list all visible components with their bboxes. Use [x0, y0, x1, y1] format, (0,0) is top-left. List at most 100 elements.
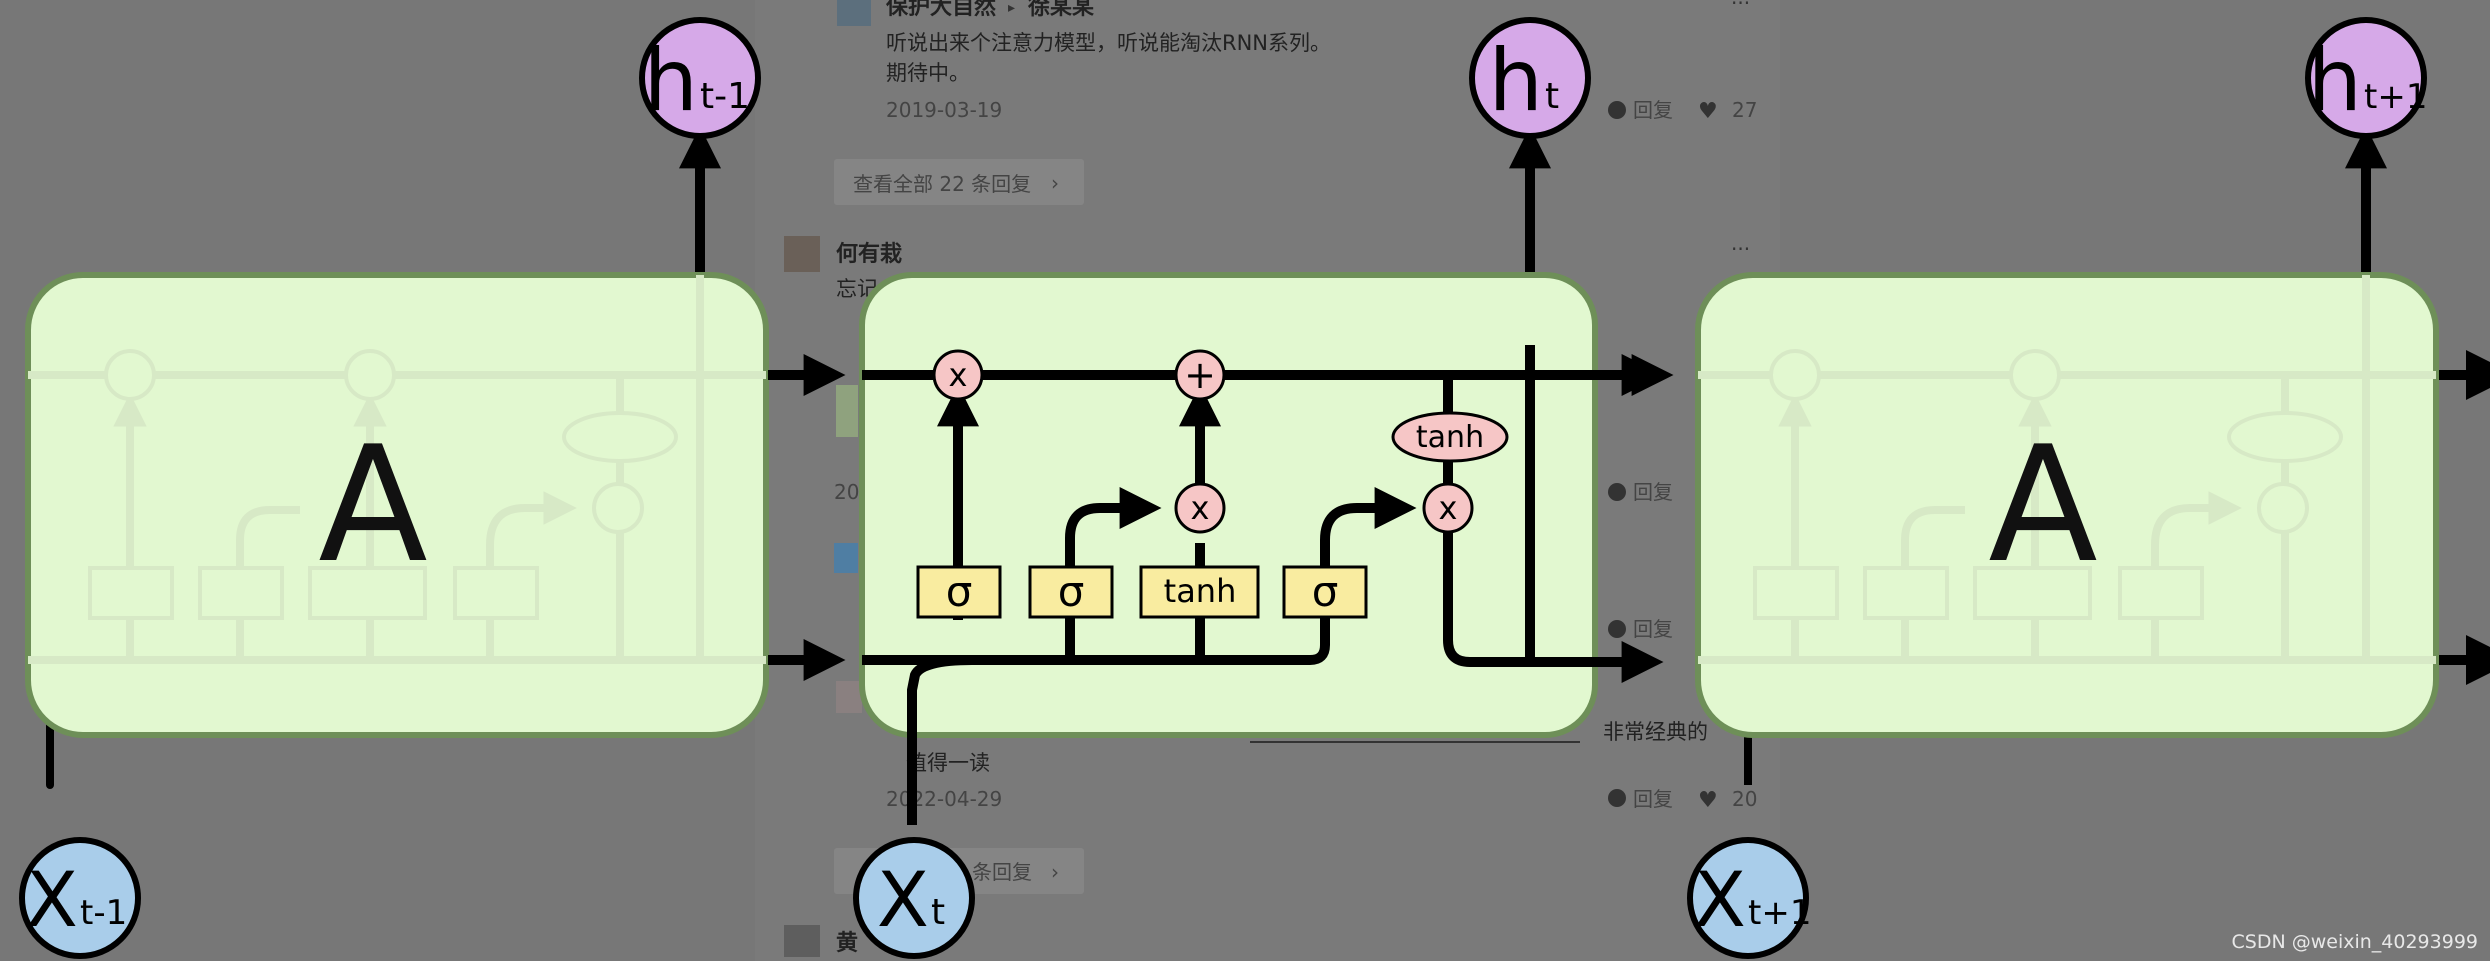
input-gate	[1028, 565, 1114, 619]
gate-box	[1863, 566, 1949, 620]
h-sub: t+1	[2364, 77, 2427, 117]
multiply-icon	[592, 482, 644, 534]
candidate-layer	[1139, 565, 1260, 619]
hidden-state-out-arrow	[1443, 532, 1664, 683]
h-sub: t	[1545, 76, 1559, 117]
comment-date: 20	[834, 480, 859, 504]
multiply-icon	[2257, 482, 2309, 534]
add-icon	[2009, 349, 2061, 401]
input-current: X t	[853, 837, 975, 959]
comment-image	[836, 385, 858, 437]
tanh-node-label: tanh	[1416, 420, 1484, 455]
like-count: 27	[1732, 98, 1757, 122]
reply-button[interactable]: 回复	[1633, 787, 1673, 811]
add-icon	[344, 349, 396, 401]
cell-box	[859, 272, 1598, 738]
multiply-icon: x	[1191, 489, 1210, 527]
x-main: X	[1694, 855, 1746, 944]
more-options-icon[interactable]: ···	[1731, 237, 1750, 261]
forget-gate	[916, 565, 1002, 619]
cell-label: A	[1988, 411, 2097, 598]
like-count: 20	[1732, 787, 1757, 811]
reply-button[interactable]: 回复	[1633, 617, 1673, 641]
view-replies-label[interactable]: 条回复	[972, 860, 1032, 884]
gate-box	[1973, 566, 2092, 620]
cell-label: A	[318, 411, 427, 598]
input-gate-arrow	[1065, 487, 1162, 660]
hidden-state-next: h t+1	[2305, 17, 2427, 139]
lstm-cell-next: A	[1695, 126, 2490, 785]
reply-to-author[interactable]: 徐某某	[1027, 0, 1094, 20]
view-all-replies-button[interactable]: 查看全部 22 条回复 ›	[834, 159, 1084, 205]
watermark: CSDN @weixin_40293999	[2232, 931, 2479, 953]
arrow-head	[2466, 350, 2490, 400]
comment-date: 2019-03-19	[886, 98, 1002, 122]
output-gate	[1282, 565, 1368, 619]
comment-link-underline	[1250, 741, 1580, 743]
faded-internal-nodes	[88, 349, 678, 620]
reply-icon[interactable]	[1608, 101, 1626, 119]
more-options-icon[interactable]: ···	[1731, 0, 1750, 15]
comment-5: 黄	[784, 925, 858, 957]
h-sub: t-1	[700, 76, 750, 117]
gate-box	[2118, 566, 2204, 620]
reply-icon[interactable]	[1608, 483, 1626, 501]
lstm-cell-current: x + x x tanh σ σ tanh σ	[859, 126, 1664, 825]
tanh-node	[1391, 411, 1509, 463]
tanh-node	[2227, 411, 2343, 463]
lstm-cell-prev: A	[25, 126, 769, 789]
gate-box	[88, 566, 174, 620]
x-sub: t+1	[1748, 893, 1811, 933]
multiply-icon	[1769, 349, 1821, 401]
gate-box	[453, 566, 539, 620]
multiply-icon	[932, 349, 984, 401]
arrow-head	[2466, 635, 2490, 685]
comment-author[interactable]: 何有栽	[836, 241, 902, 267]
comment-text: 值得一读	[906, 751, 990, 775]
comment-author[interactable]: 黄	[836, 931, 858, 956]
avatar	[834, 543, 858, 573]
reply-button[interactable]: 回复	[1633, 480, 1673, 504]
gate-layers: σ σ tanh σ	[916, 565, 1368, 619]
comment-4: 非常经典的 值得一读 2022-04-29 回复 ♥ 20	[836, 681, 1757, 813]
hidden-state-prev: h t-1	[639, 17, 761, 139]
multiply-icon	[1422, 482, 1474, 534]
h-main: h	[1488, 31, 1543, 131]
comment-text: 非常经典的	[1603, 720, 1708, 744]
input-next: X t+1	[1687, 837, 1811, 959]
add-icon	[1174, 349, 1226, 401]
hidden-state-current: h t	[1469, 17, 1591, 139]
tanh-node	[562, 411, 678, 463]
view-all-replies-label[interactable]: 查看全部 22 条回复	[853, 172, 1031, 196]
x-main: X	[877, 855, 929, 944]
multiply-icon: x	[1439, 489, 1458, 527]
candidate-layer-label: tanh	[1164, 572, 1237, 610]
add-icon: +	[1184, 353, 1216, 397]
gate-box	[198, 566, 284, 620]
reply-arrow-icon: ▸	[1008, 0, 1015, 16]
comment-2: 何有栽 ··· 忘记 20 回复	[784, 236, 1750, 504]
gate-box	[308, 566, 427, 620]
x-sub: t-1	[80, 893, 127, 933]
comment-date: 2022-04-29	[886, 787, 1002, 811]
h-main: h	[643, 31, 698, 131]
reply-button[interactable]: 回复	[1633, 98, 1673, 122]
pointwise-ops: x + x x tanh	[932, 349, 1509, 534]
avatar	[784, 925, 820, 957]
comment-3: 回复	[834, 543, 1673, 641]
input-x-line	[907, 655, 973, 825]
input-prev: X t-1	[19, 837, 141, 959]
comment-author[interactable]: 保护大自然	[885, 0, 996, 20]
inter-cell-arrows	[768, 354, 846, 681]
like-icon[interactable]: ♥	[1698, 788, 1718, 813]
multiply-icon	[1174, 482, 1226, 534]
reply-icon[interactable]	[1608, 620, 1626, 638]
avatar	[784, 236, 820, 272]
chevron-right-icon: ›	[1051, 171, 1059, 195]
multiply-icon: x	[949, 356, 968, 394]
chevron-right-icon: ›	[1051, 860, 1059, 884]
like-icon[interactable]: ♥	[1698, 99, 1718, 124]
comment-1: 保护大自然 ▸ 徐某某 ··· 听说出来个注意力模型，听说能淘汰RNN系列。 期…	[837, 0, 1757, 124]
reply-icon[interactable]	[1608, 789, 1626, 807]
